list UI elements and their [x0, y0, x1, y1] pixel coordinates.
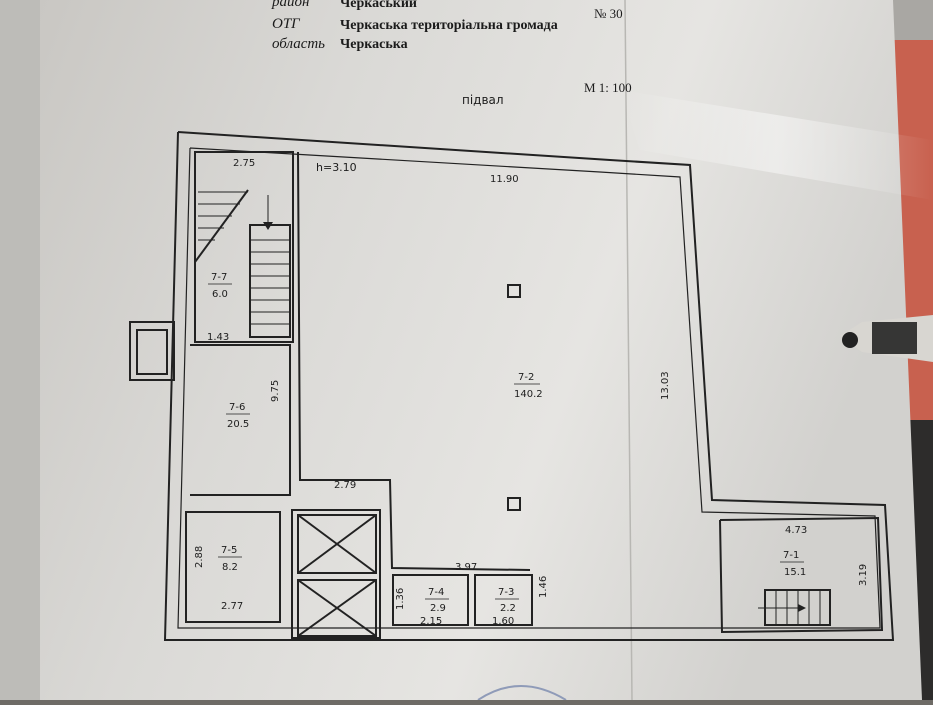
room-id: 7-3 [498, 587, 514, 598]
region-value: Черкаська [340, 37, 408, 52]
floor-label: підвал [462, 93, 504, 107]
dim-room-7-4-width: 2.15 [420, 616, 442, 627]
dim-stair-bottom: 1.43 [207, 332, 229, 343]
dim-stair-width: 2.75 [233, 158, 255, 169]
dim-room-7-5-width: 2.77 [221, 601, 243, 612]
dim-room-7-5-height: 2.88 [194, 546, 205, 568]
dim-mid-height: 9.75 [270, 380, 281, 402]
room-area: 15.1 [784, 567, 806, 578]
dim-top-main: 11.90 [490, 174, 519, 185]
stair-arrow-icon [798, 604, 806, 612]
room-area: 6.0 [212, 289, 228, 300]
room-area: 2.9 [430, 603, 446, 614]
room-id: 7-2 [518, 372, 534, 383]
dim-room-7-3-width: 1.60 [492, 616, 514, 627]
dim-right-height: 13.03 [660, 371, 671, 400]
dim-room-7-1-width: 4.73 [785, 525, 807, 536]
stamp-mark [477, 685, 567, 701]
room-area: 8.2 [222, 562, 238, 573]
district-label: район [272, 0, 310, 10]
paper-fold [624, 0, 633, 701]
community-value: Черкаська територіальна громада [340, 18, 558, 33]
room-area: 20.5 [227, 419, 249, 430]
room-area: 140.2 [514, 389, 543, 400]
dim-corridor-width: 2.79 [334, 480, 356, 491]
pen [840, 315, 933, 362]
room-id: 7-7 [211, 272, 227, 283]
room-id: 7-6 [229, 402, 245, 413]
dim-room-7-4-height: 1.36 [395, 588, 406, 610]
dim-room-7-3-height: 1.46 [538, 576, 549, 598]
light-glare [620, 90, 933, 200]
community-label: ОТГ [272, 16, 300, 32]
region-label: область [272, 36, 326, 52]
dim-bottom-span: 3.97 [455, 562, 477, 573]
dim-room-7-1-height: 3.19 [858, 564, 869, 586]
ceiling-height: h=3.10 [316, 161, 357, 174]
room-id: 7-5 [221, 545, 237, 556]
plan-walls [129, 131, 895, 641]
stair-arrow-icon [263, 222, 273, 230]
scale-label: М 1: 100 [584, 80, 632, 95]
room-id: 7-4 [428, 587, 444, 598]
plan-labels: підвал h=3.10 11.90 2.75 1.43 9.75 13.03… [194, 93, 869, 627]
district-value: Черкаський [340, 0, 417, 11]
stair-treads [198, 191, 821, 625]
sheet-number: № 30 [594, 6, 623, 21]
room-id: 7-1 [783, 550, 799, 561]
paper-sheet [40, 0, 922, 700]
room-area: 2.2 [500, 603, 516, 614]
